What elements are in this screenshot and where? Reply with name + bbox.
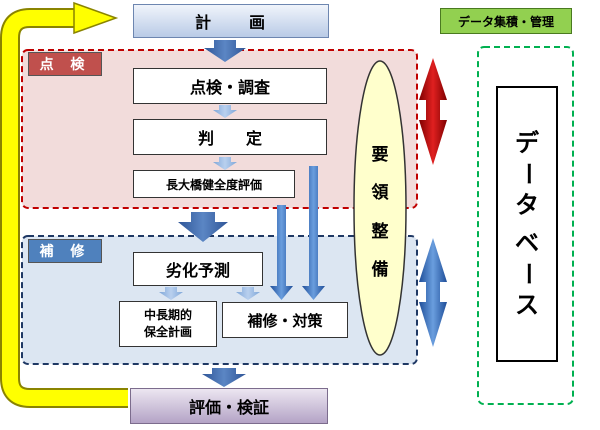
- guideline-ellipse: [353, 60, 407, 356]
- red-double-arrow: [419, 58, 447, 165]
- guideline-char: 備: [371, 259, 389, 280]
- arrow-judge-to-eval: [213, 157, 237, 170]
- database-char: ス: [515, 291, 539, 319]
- repair-tag: 補 修: [28, 239, 102, 263]
- inspection-tag: 点 検: [28, 52, 102, 76]
- database-char: ー: [513, 262, 541, 286]
- evaluation-box: 長大橋健全度評価: [133, 170, 295, 198]
- guideline-text: 要 領 整 備: [362, 140, 398, 280]
- arrow-prediction-to-measures: [236, 287, 260, 300]
- database-char: ー: [513, 162, 541, 186]
- arrow-eval-to-measures-left: [270, 205, 293, 300]
- database-box: デ ー タ ベ ー ス: [496, 86, 558, 362]
- blue-double-arrow: [419, 238, 447, 347]
- arrow-prediction-to-plan: [159, 287, 183, 300]
- prediction-box: 劣化予測: [133, 252, 263, 286]
- guideline-char: 領: [371, 183, 389, 204]
- arrow-plan-to-check: [204, 40, 246, 62]
- guideline-char: 要: [371, 145, 389, 165]
- measures-box: 補修・対策: [222, 302, 348, 338]
- feedback-arrow-head: [73, 1, 119, 35]
- long-term-plan-line2: 保全計画: [143, 325, 192, 339]
- database-char: デ: [515, 129, 539, 157]
- long-term-plan-line1: 中長期的: [143, 308, 192, 322]
- guideline-char: 整: [371, 221, 389, 242]
- verify-box: 評価・検証: [130, 388, 328, 424]
- arrow-inspection-to-repair: [178, 212, 228, 242]
- judge-box: 判 定: [133, 119, 327, 155]
- plan-box: 計 画: [133, 4, 329, 38]
- arrow-judge-to-measures-right: [302, 166, 325, 300]
- long-term-plan-box: 中長期的 保全計画: [119, 301, 217, 347]
- database-char: ベ: [515, 229, 539, 257]
- database-label: データ集積・管理: [440, 8, 572, 34]
- arrow-repair-to-verify: [202, 368, 246, 387]
- check-box: 点検・調査: [133, 68, 327, 104]
- database-char: タ: [515, 191, 539, 219]
- arrow-check-to-judge: [213, 105, 237, 118]
